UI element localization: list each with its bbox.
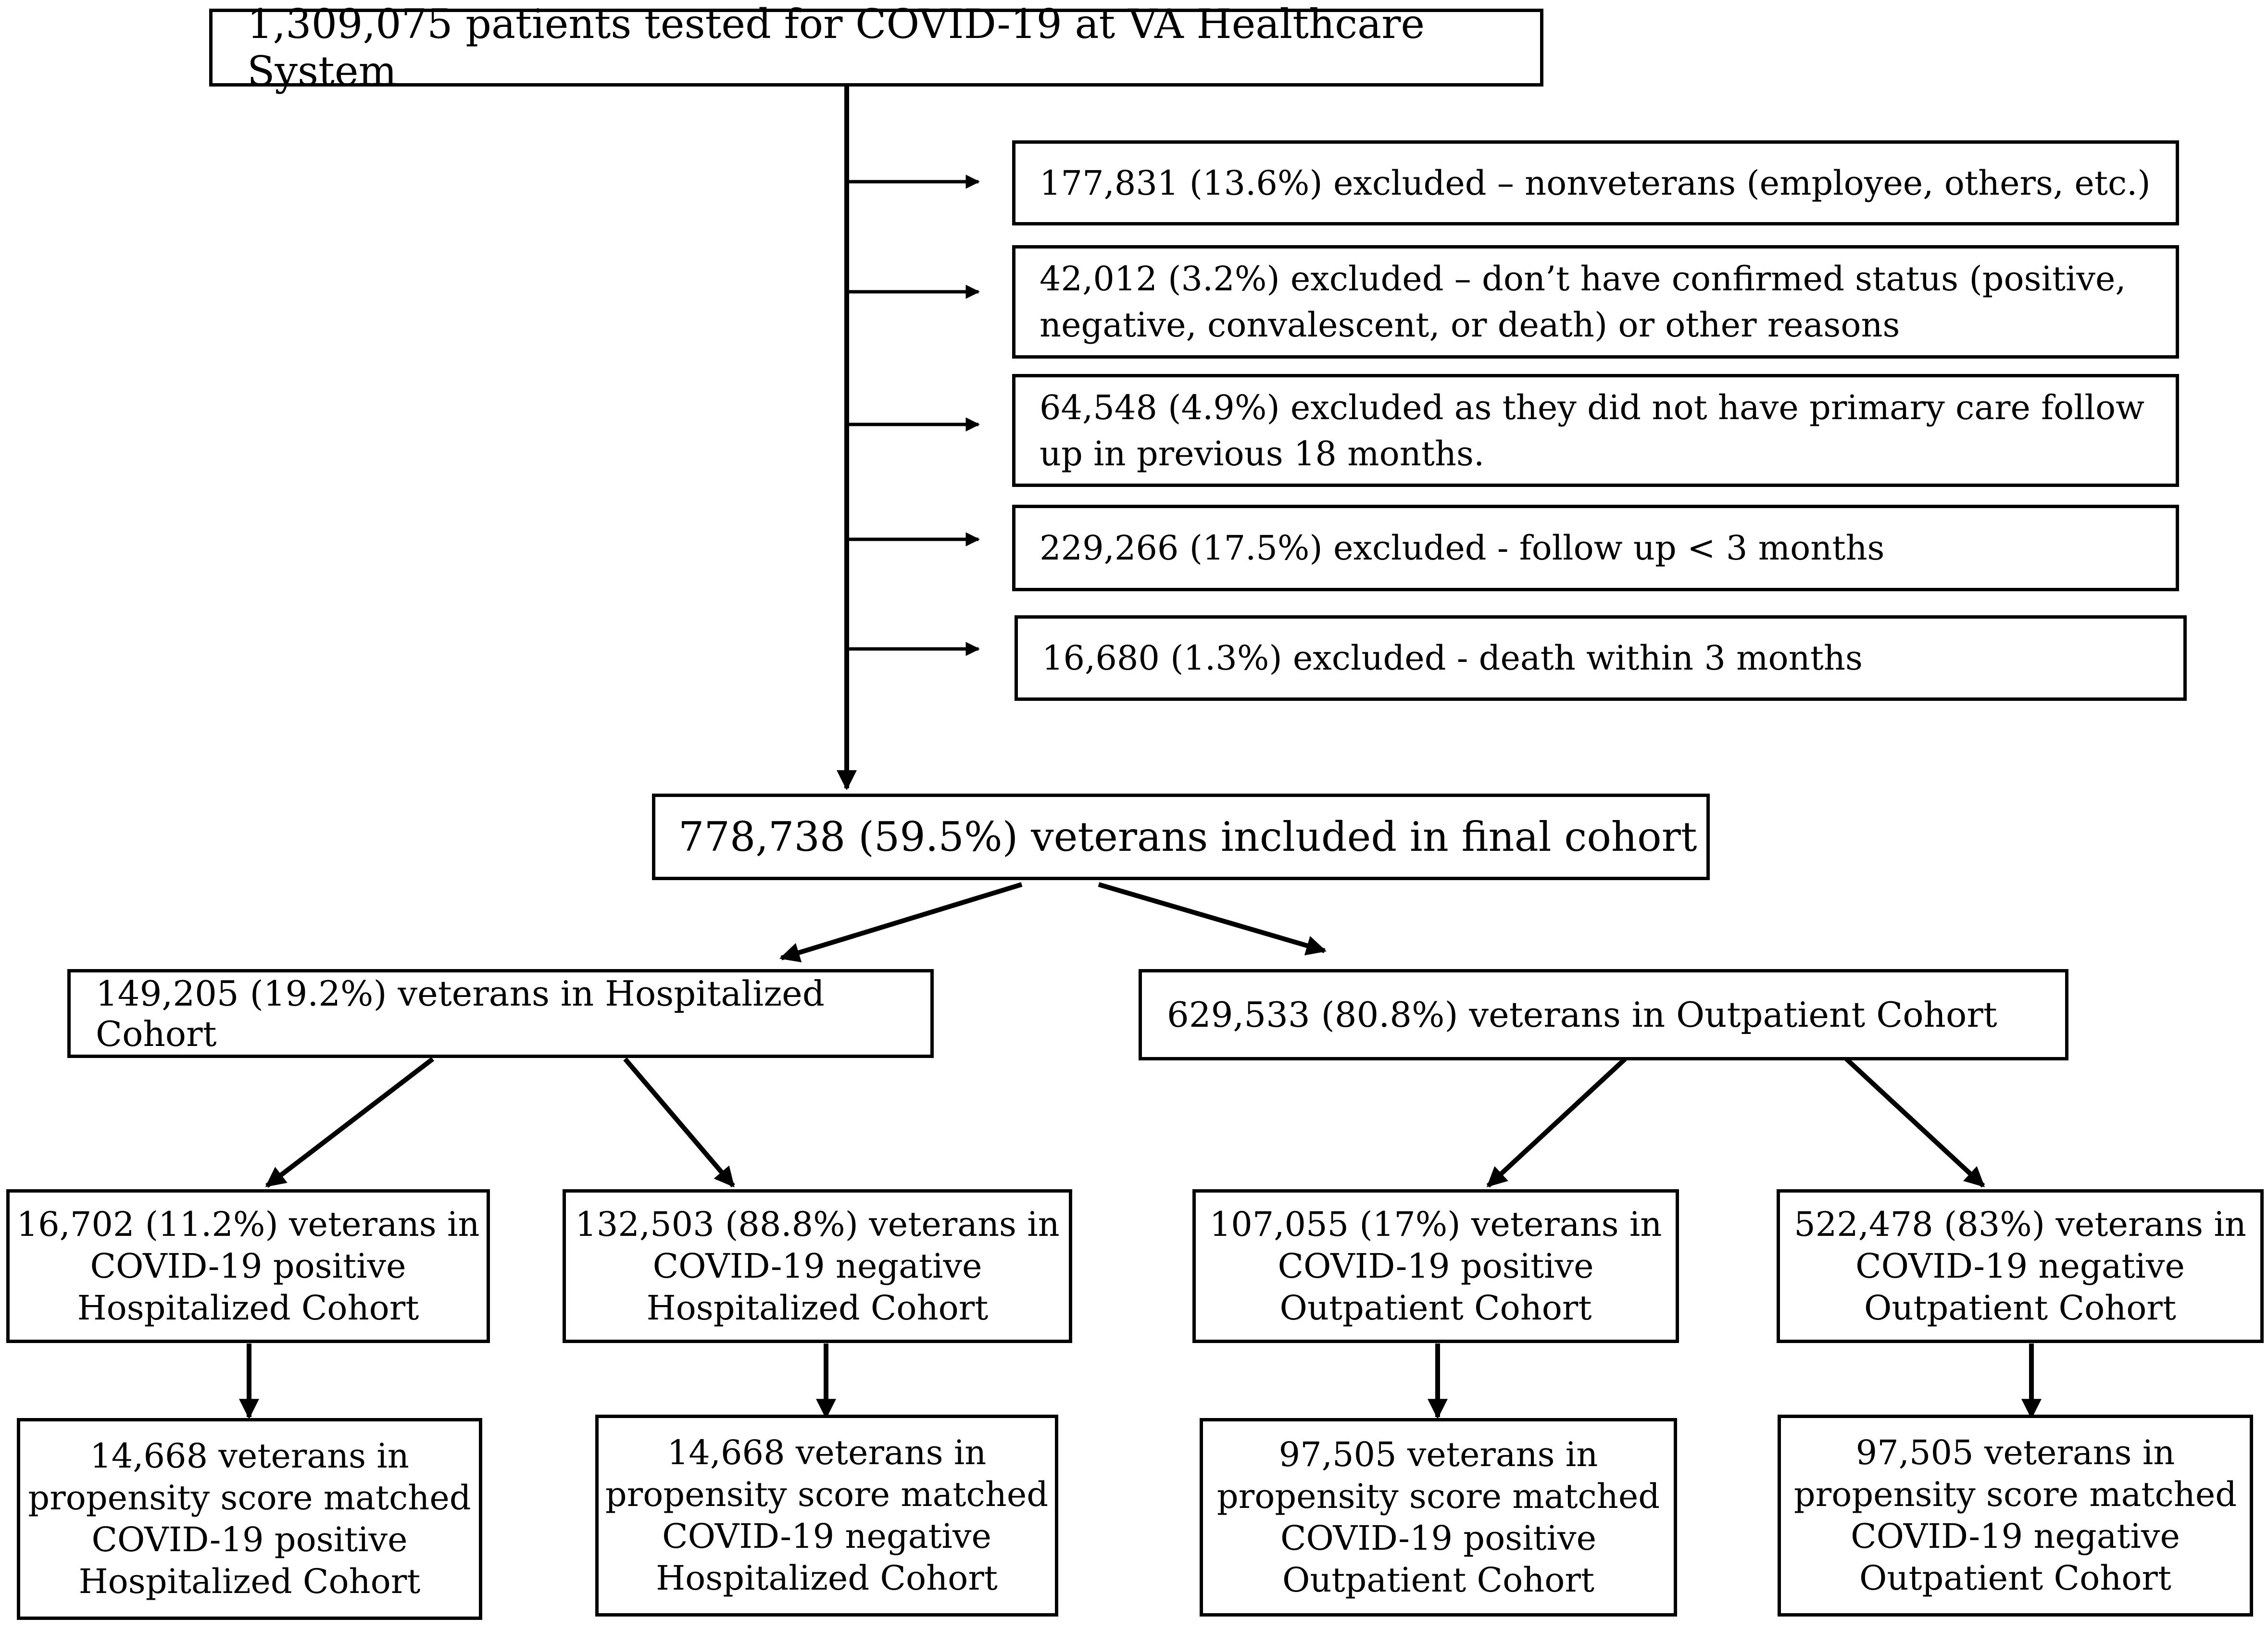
hosp-positive-box: 16,702 (11.2%) veterans in COVID-19 posi… [6, 1189, 490, 1343]
tested-patients-box: 1,309,075 patients tested for COVID-19 a… [209, 0, 1543, 95]
matched-hosp-positive-box: 14,668 veterans in propensity score matc… [17, 1418, 482, 1620]
hosp-negative-box: 132,503 (88.8%) veterans in COVID-19 neg… [563, 1189, 1072, 1343]
exclusion-text: 64,548 (4.9%) excluded as they did not h… [1040, 387, 2145, 473]
tested-patients-text: 1,309,075 patients tested for COVID-19 a… [247, 0, 1425, 95]
matched-text: 14,668 veterans in propensity score matc… [605, 1433, 1049, 1598]
arrow-hosp-positive [265, 1057, 435, 1188]
exclusion-box-no-primary-care: 64,548 (4.9%) excluded as they did not h… [1012, 374, 2179, 487]
exclusion-box-death: 16,680 (1.3%) excluded - death within 3 … [1015, 615, 2187, 701]
arrow-hosp-negative [623, 1057, 735, 1188]
exclusion-text: 177,831 (13.6%) excluded – nonveterans (… [1040, 163, 2151, 203]
out-negative-box: 522,478 (83%) veterans in COVID-19 negat… [1777, 1189, 2264, 1343]
final-cohort-text: 778,738 (59.5%) veterans included in fin… [678, 813, 1697, 860]
split-arrow-hospitalized [779, 882, 1023, 963]
exclusion-box-unconfirmed-status: 42,012 (3.2%) excluded – don’t have conf… [1012, 245, 2179, 359]
arrow-out-positive [1486, 1057, 1627, 1188]
exclusion-text: 229,266 (17.5%) excluded - follow up < 3… [1040, 528, 1885, 568]
exclusion-box-short-follow-up: 229,266 (17.5%) excluded - follow up < 3… [1012, 505, 2179, 591]
matched-hosp-negative-box: 14,668 veterans in propensity score matc… [595, 1415, 1058, 1617]
out-positive-box: 107,055 (17%) veterans in COVID-19 posit… [1192, 1189, 1679, 1343]
matched-out-negative-box: 97,505 veterans in propensity score matc… [1778, 1415, 2253, 1617]
outpatient-cohort-text: 629,533 (80.8%) veterans in Outpatient C… [1167, 995, 1997, 1035]
matched-text: 97,505 veterans in propensity score matc… [1216, 1434, 1660, 1600]
arrow-out-negative [1844, 1057, 1985, 1188]
subgroup-text: 132,503 (88.8%) veterans in COVID-19 neg… [575, 1204, 1060, 1328]
exclusion-box-nonveterans: 177,831 (13.6%) excluded – nonveterans (… [1012, 140, 2179, 225]
matched-text: 97,505 veterans in propensity score matc… [1793, 1433, 2237, 1598]
final-cohort-box: 778,738 (59.5%) veterans included in fin… [652, 794, 1710, 880]
exclusion-text: 16,680 (1.3%) excluded - death within 3 … [1042, 638, 1863, 678]
outpatient-cohort-box: 629,533 (80.8%) veterans in Outpatient C… [1139, 969, 2068, 1060]
matched-out-positive-box: 97,505 veterans in propensity score matc… [1200, 1418, 1677, 1617]
subgroup-text: 107,055 (17%) veterans in COVID-19 posit… [1209, 1204, 1662, 1328]
subgroup-text: 16,702 (11.2%) veterans in COVID-19 posi… [16, 1204, 480, 1328]
subgroup-text: 522,478 (83%) veterans in COVID-19 negat… [1794, 1204, 2246, 1328]
exclusion-text: 42,012 (3.2%) excluded – don’t have conf… [1040, 259, 2126, 345]
matched-text: 14,668 veterans in propensity score matc… [28, 1436, 471, 1601]
hospitalized-cohort-text: 149,205 (19.2%) veterans in Hospitalized… [96, 973, 825, 1054]
split-arrow-outpatient [1098, 882, 1327, 956]
hospitalized-cohort-box: 149,205 (19.2%) veterans in Hospitalized… [67, 969, 934, 1058]
